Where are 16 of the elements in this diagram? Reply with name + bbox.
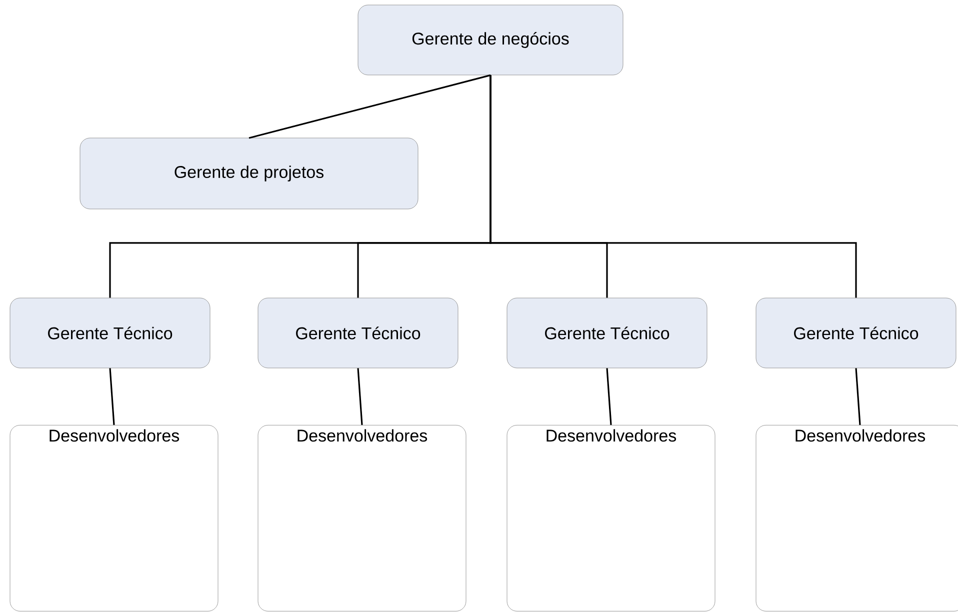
connector-line (109, 368, 115, 426)
role-box: Gerente Técnico (10, 298, 210, 368)
connector-line (855, 368, 861, 426)
team-box: Desenvolvedores (10, 424, 218, 612)
team-box: Desenvolvedores (258, 424, 466, 612)
role-box: Gerente Técnico (258, 298, 458, 368)
connector-line (606, 368, 612, 426)
role-box: Gerente de projetos (80, 138, 418, 210)
role-box: Gerente de negócios (358, 4, 624, 76)
role-box: Gerente Técnico (756, 298, 956, 368)
role-box: Gerente Técnico (506, 298, 708, 368)
team-box: Desenvolvedores (506, 424, 716, 612)
connector-line (357, 368, 363, 426)
connector-line (490, 75, 857, 298)
team-box: Desenvolvedores (756, 424, 958, 612)
connector-line (248, 74, 491, 139)
